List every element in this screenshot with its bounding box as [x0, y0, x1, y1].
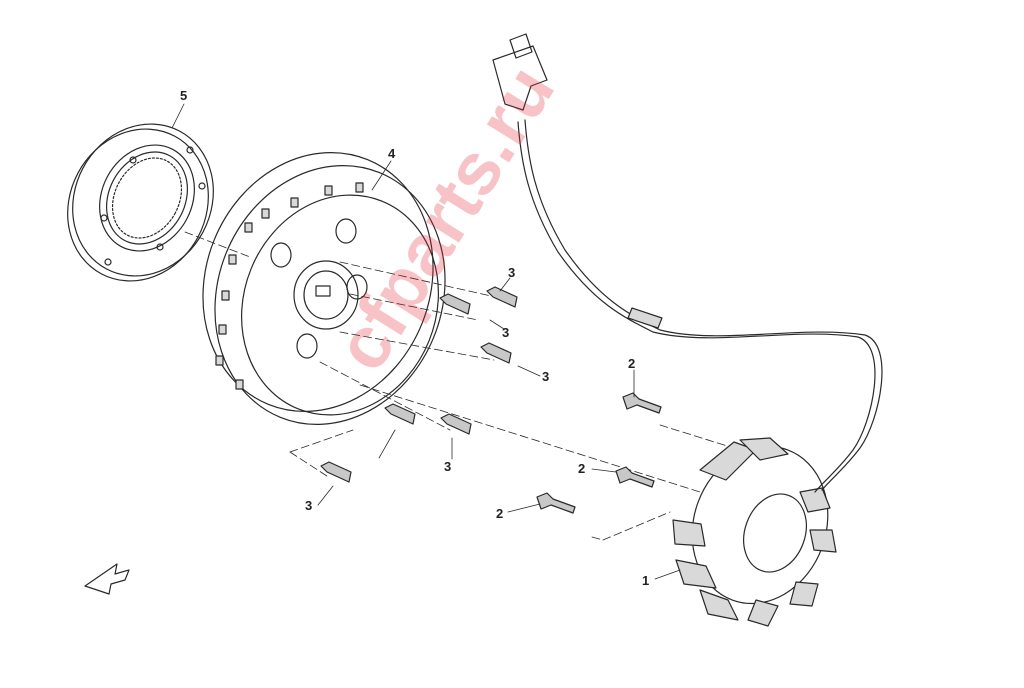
bolt-3-group [320, 286, 518, 483]
callout-3-d: 3 [444, 459, 452, 474]
callout-4: 4 [388, 146, 396, 161]
forward-arrow-icon [84, 563, 130, 595]
callout-2-a: 2 [628, 356, 636, 371]
callout-3-a: 3 [508, 265, 516, 280]
stator-coil [672, 437, 837, 627]
wire-harness [492, 33, 883, 493]
callout-2-b: 2 [578, 461, 586, 476]
callout-3-b: 3 [502, 325, 510, 340]
alignment-lines [184, 231, 741, 541]
callout-5: 5 [180, 88, 188, 103]
flywheel-rotor [202, 152, 446, 425]
bolt-2-group [536, 392, 662, 514]
callout-2-c: 2 [496, 506, 504, 521]
callout-leaders [171, 103, 681, 580]
callout-3-c: 3 [542, 369, 550, 384]
callout-1: 1 [642, 573, 650, 588]
starter-clutch-ring [67, 123, 214, 282]
callout-3-e: 3 [305, 498, 313, 513]
